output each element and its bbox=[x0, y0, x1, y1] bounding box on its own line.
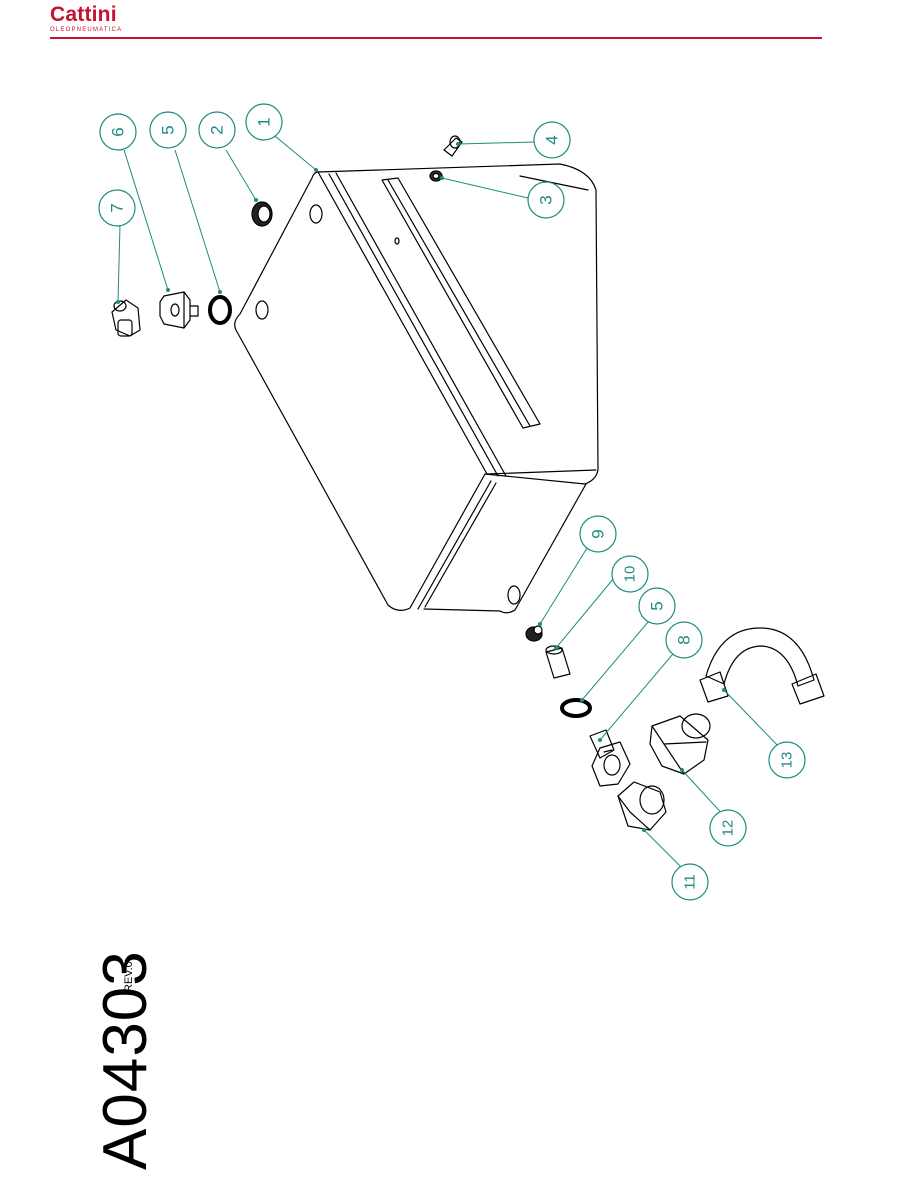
callout-balloon-4: 4 bbox=[533, 121, 571, 159]
callout-label-11: 11 bbox=[682, 874, 699, 890]
part-11-elbow bbox=[617, 781, 667, 831]
brand-subtitle: OLEOPNEUMATICA bbox=[50, 27, 123, 33]
callout-label-13: 13 bbox=[779, 752, 796, 769]
part-10-bushing bbox=[545, 645, 571, 679]
callout-balloon-10: 10 bbox=[611, 555, 649, 593]
callout-balloon-11: 11 bbox=[671, 863, 709, 901]
part-4-screw bbox=[443, 135, 463, 157]
callout-label-8: 8 bbox=[675, 635, 694, 644]
page-header: Cattini OLEOPNEUMATICA bbox=[0, 0, 918, 42]
callout-balloon-5-bottom: 5 bbox=[638, 587, 676, 625]
callout-label-4: 4 bbox=[543, 135, 562, 144]
callout-label-1: 1 bbox=[255, 117, 274, 126]
part-13-hose bbox=[699, 627, 825, 705]
part-5-oring-bottom bbox=[560, 698, 592, 718]
callout-label-10: 10 bbox=[622, 566, 639, 583]
callout-label-5-bottom: 5 bbox=[648, 601, 667, 610]
tank-body bbox=[234, 163, 599, 614]
brand-name: Cattini bbox=[50, 3, 117, 26]
callout-balloon-8: 8 bbox=[665, 621, 703, 659]
callout-label-3: 3 bbox=[537, 195, 556, 204]
callout-balloon-1: 1 bbox=[245, 103, 283, 141]
callout-balloon-12: 12 bbox=[709, 809, 747, 847]
callout-balloon-5-top: 5 bbox=[149, 111, 187, 149]
callout-label-2: 2 bbox=[208, 125, 227, 134]
callout-balloon-7: 7 bbox=[98, 189, 136, 227]
callout-balloon-6: 6 bbox=[99, 113, 137, 151]
callout-label-5-top: 5 bbox=[159, 125, 178, 134]
part-5-oring-top bbox=[208, 295, 232, 325]
callout-label-12: 12 bbox=[720, 820, 737, 837]
callout-balloon-2: 2 bbox=[198, 111, 236, 149]
callout-balloon-3: 3 bbox=[527, 181, 565, 219]
callout-label-6: 6 bbox=[109, 127, 128, 136]
brand-logo: Cattini OLEOPNEUMATICA bbox=[50, 4, 122, 34]
part-12-valve bbox=[649, 713, 711, 775]
callout-label-7: 7 bbox=[108, 203, 127, 212]
callout-balloon-9: 9 bbox=[579, 515, 617, 553]
part-9-fitting bbox=[525, 625, 543, 642]
part-2-plug bbox=[251, 201, 273, 227]
part-8-fitting bbox=[589, 729, 631, 787]
callout-balloon-13: 13 bbox=[768, 741, 806, 779]
part-7-elbow bbox=[111, 299, 141, 337]
header-divider bbox=[50, 37, 822, 39]
callout-label-9: 9 bbox=[589, 529, 608, 538]
part-6-adapter bbox=[159, 291, 199, 329]
